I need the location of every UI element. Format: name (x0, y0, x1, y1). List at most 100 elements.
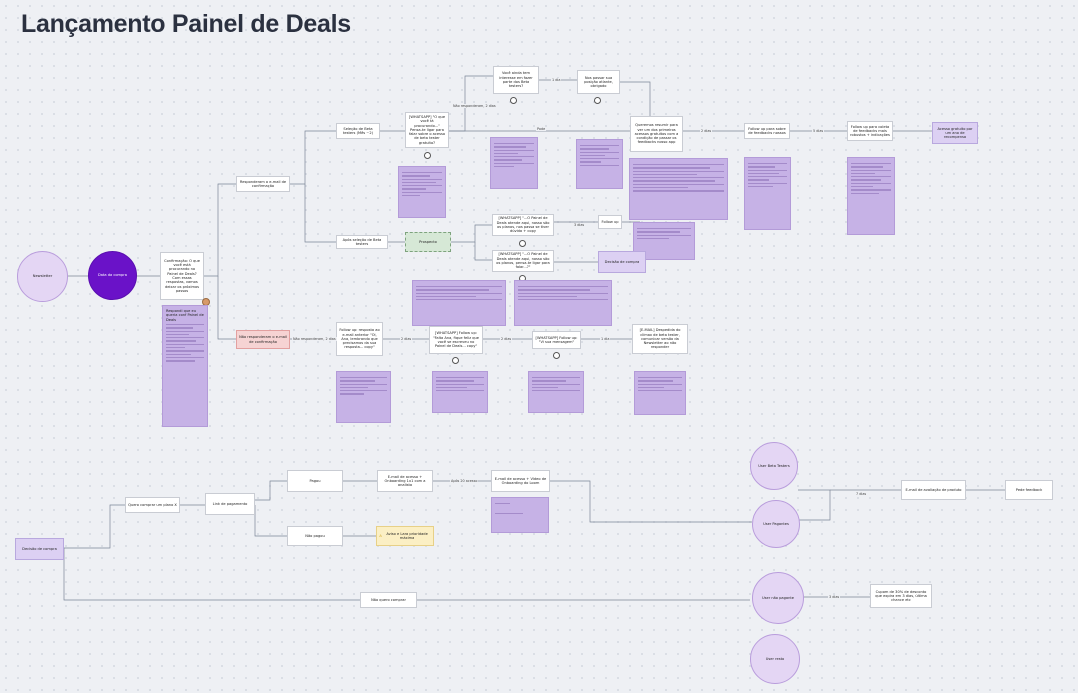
decisao-compra-node[interactable]: Decisão de compra (15, 538, 64, 560)
link-pagamento-label: Link de pagamento (212, 501, 248, 506)
whatsapp-icon (594, 97, 601, 104)
followup-sobre-node[interactable]: Follow up para sobre de feedbacks nossos (744, 123, 790, 139)
note-nao-resp-3[interactable] (528, 371, 584, 413)
alerta-pagamento-node[interactable]: ⚠Aviso e Lara prioridade máxima (376, 526, 434, 546)
edge-label: 1 dia (551, 78, 562, 82)
user-pagantes-label: User Pagantes (763, 521, 789, 526)
pagou-node[interactable]: Pagou (287, 470, 343, 492)
link-pagamento-node[interactable]: Link de pagamento (205, 493, 255, 515)
quero-comprar-label: Quero comprar um plano X (128, 502, 177, 507)
note-prospecto-3[interactable] (514, 280, 612, 326)
nao-responderam-node[interactable]: Não responderam o e-mail de confirmação (236, 330, 290, 349)
user-beta-node[interactable]: User Beta Testers (750, 442, 798, 490)
alerta-pagamento-label: Aviso e Lara prioridade máxima (386, 531, 428, 540)
newsletter-node[interactable]: Newsletter (17, 251, 68, 302)
followup-falta-label: [WHATSAPP] Follow up: "Falta Ana, fique … (432, 331, 479, 349)
edge-label: 3 dias (573, 223, 586, 227)
followup-coleta-label: Follow up para coleta de feedbacks mais … (850, 124, 890, 138)
user-beta-label: User Beta Testers (758, 463, 790, 468)
edge-label: 2 dias (500, 337, 513, 341)
whatsapp-icon (519, 240, 526, 247)
data-compra-label: Data da compra (98, 273, 127, 278)
quero-comprar-node[interactable]: Quero comprar um plano X (125, 497, 180, 513)
quer-entender-node[interactable]: Você ainda tem interesse em fazer parte … (493, 66, 539, 94)
follow-up-node[interactable]: Follow up (598, 215, 622, 229)
nos-passar-node[interactable]: Nos passar sua posição atlante, obrigado (577, 70, 620, 94)
email-avaliacao-label: E-mail de avaliação de produto (905, 487, 962, 492)
nao-quero-label: Não quero comprar (371, 597, 406, 602)
queremos-resumir-node[interactable]: Queremos resumir para ver um dos primeir… (630, 116, 683, 152)
user-pagantes-node[interactable]: User Pagantes (752, 500, 800, 548)
note-beta-6[interactable] (847, 157, 895, 235)
followup-falta-node[interactable]: [WHATSAPP] Follow up: "Falta Ana, fique … (429, 326, 483, 354)
note-nao-resp-1[interactable] (336, 371, 391, 423)
email-despedida-label: [E-MAIL] Despedida do clímax de beta tes… (639, 328, 681, 350)
follow-up-label: Follow up (601, 219, 619, 224)
painel-atende-2-node[interactable]: [WHATSAPP] "...O Painel de Deals atende … (492, 250, 554, 272)
whatsapp-icon (424, 152, 431, 159)
user-resto-node[interactable]: User resto (750, 634, 800, 684)
edge-label: Não responderam, 2 dias (292, 337, 337, 341)
followup-mensagem-node[interactable]: [WHATSAPP] Follow up: "Vi sua mensagem" (532, 331, 581, 349)
apos-selecao-node[interactable]: Após seleção de Beta testers (336, 235, 388, 249)
user-nao-pagante-node[interactable]: User não pagante (752, 572, 804, 624)
whatsapp-icon (510, 97, 517, 104)
note-prospecto-2[interactable] (412, 280, 506, 326)
nao-responderam-label: Não responderam o e-mail de confirmação (239, 335, 287, 344)
pede-feedback-node[interactable]: Pede feedback (1005, 480, 1053, 500)
decisao-compra-top-node[interactable]: Decisão de compra (598, 251, 646, 273)
email-acesso-video-label: E-mail de acesso + Vídeo de Onboarding d… (494, 476, 547, 485)
edge-label: Pode (536, 127, 547, 131)
acesso-gratuito-label: Acesso gratuito por um ano de recompensa (937, 126, 973, 140)
note-nao-resp-4[interactable] (634, 371, 686, 415)
note-beta-4[interactable] (629, 158, 728, 220)
nao-pagou-node[interactable]: Não pagou (287, 526, 343, 546)
apos-selecao-label: Após seleção de Beta testers (342, 237, 382, 246)
email-avaliacao-node[interactable]: E-mail de avaliação de produto (901, 480, 966, 500)
edge-label: 2 dias (400, 337, 413, 341)
checklist-note-text: Respondi que eu queria conf Painel de De… (166, 309, 204, 322)
user-resto-label: User resto (765, 656, 785, 661)
newsletter-label: Newsletter (32, 274, 53, 279)
cupom-node[interactable]: Cupom de 30% de desconto que expira em 3… (870, 584, 932, 608)
decisao-compra-top-label: Decisão de compra (604, 259, 640, 264)
prospecto-node[interactable]: Prospecto (405, 232, 451, 252)
followup-sobre-label: Follow up para sobre de feedbacks nossos (748, 126, 786, 135)
pede-feedback-label: Pede feedback (1015, 487, 1043, 492)
user-nao-pagante-label: User não pagante (761, 595, 795, 600)
selecao-beta-label: Seleção de Beta testers (Mês ~2) (342, 126, 374, 135)
note-nao-resp-2[interactable] (432, 371, 488, 413)
oque-procurando-label: [WHATSAPP] "O que você tá procurando..."… (408, 114, 446, 145)
confirmacao-node[interactable]: Confirmação: O que você está procurando … (160, 252, 204, 300)
nao-pagou-label: Não pagou (305, 533, 325, 538)
email-despedida-node[interactable]: [E-MAIL] Despedida do clímax de beta tes… (632, 324, 688, 354)
responderam-node[interactable]: Responderam o e-mail de confirmação (236, 176, 290, 192)
followup-coleta-node[interactable]: Follow up para coleta de feedbacks mais … (847, 121, 893, 141)
acesso-gratuito-node[interactable]: Acesso gratuito por um ano de recompensa (932, 122, 978, 144)
selecao-beta-node[interactable]: Seleção de Beta testers (Mês ~2) (336, 123, 380, 139)
data-compra-node[interactable]: Data da compra (88, 251, 137, 300)
edge-label: 1 dia (600, 337, 611, 341)
note-acesso[interactable] (491, 497, 549, 533)
responderam-label: Responderam o e-mail de confirmação (239, 179, 287, 188)
edge-label: 7 dias (855, 492, 868, 496)
painel-atende-1-node[interactable]: [WHATSAPP] "...O Painel de Deals atende … (492, 214, 554, 236)
nos-passar-label: Nos passar sua posição atlante, obrigado (584, 75, 613, 89)
decisao-compra-label: Decisão de compra (22, 546, 57, 551)
confirmacao-label: Confirmação: O que você está procurando … (164, 258, 200, 293)
painel-atende-1-label: [WHATSAPP] "...O Painel de Deals atende … (496, 216, 550, 234)
note-beta-5[interactable] (744, 157, 791, 230)
note-beta-1[interactable] (398, 166, 446, 218)
page-title: Lançamento Painel de Deals (21, 10, 351, 38)
edge-label: 2 dias (700, 129, 713, 133)
oque-procurando-node[interactable]: [WHATSAPP] "O que você tá procurando..."… (405, 112, 449, 148)
followup-resposta-node[interactable]: Follow up: resposta ao e-mail anterior "… (336, 322, 383, 356)
edge-label: Após 20 acesso (450, 479, 479, 483)
note-beta-3[interactable] (576, 139, 623, 189)
email-acesso-label: E-mail de acesso + Onboarding 1x1 com a … (384, 474, 426, 488)
nao-quero-node[interactable]: Não quero comprar (360, 592, 417, 608)
email-acesso-video-node[interactable]: E-mail de acesso + Vídeo de Onboarding d… (491, 470, 550, 492)
checklist-note[interactable]: Respondi que eu queria conf Painel de De… (162, 305, 208, 427)
email-acesso-node[interactable]: E-mail de acesso + Onboarding 1x1 com a … (377, 470, 433, 492)
note-beta-2[interactable] (490, 137, 538, 189)
